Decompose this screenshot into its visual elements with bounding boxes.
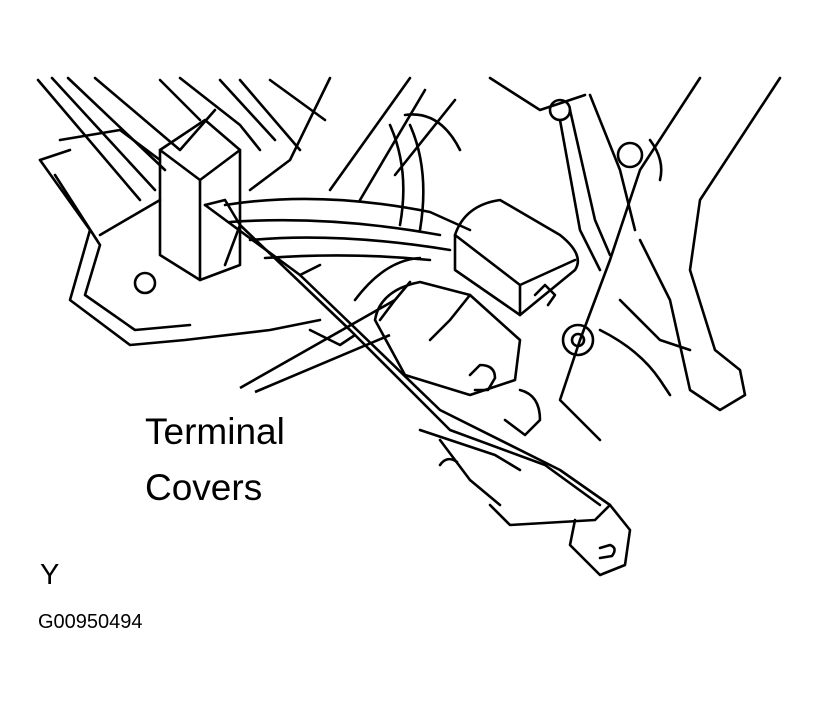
- top-bolt: [616, 141, 644, 169]
- plate-hole: [133, 271, 157, 295]
- figure-code: G00950494: [38, 611, 143, 633]
- upper-nut: [548, 98, 572, 122]
- mounting-bracket: [158, 118, 242, 282]
- relay-connector: [453, 198, 580, 317]
- terminal-clip: [468, 363, 497, 392]
- terminal-cover-boxes: [308, 256, 542, 437]
- bolt-center: [570, 332, 586, 348]
- upper-frame-lines: [36, 76, 457, 202]
- view-letter: Y: [40, 559, 60, 591]
- right-frame: [488, 76, 782, 442]
- wire-harness: [223, 93, 637, 272]
- lower-rail: [203, 203, 632, 577]
- callout-label-line2: Covers: [145, 467, 263, 508]
- callout-leaders: [239, 298, 396, 394]
- base-plate: [38, 148, 322, 347]
- rail-slot: [438, 457, 459, 467]
- tab-slot: [598, 543, 616, 560]
- callout-label-line1: Terminal: [145, 411, 285, 452]
- bolt-head: [561, 323, 595, 357]
